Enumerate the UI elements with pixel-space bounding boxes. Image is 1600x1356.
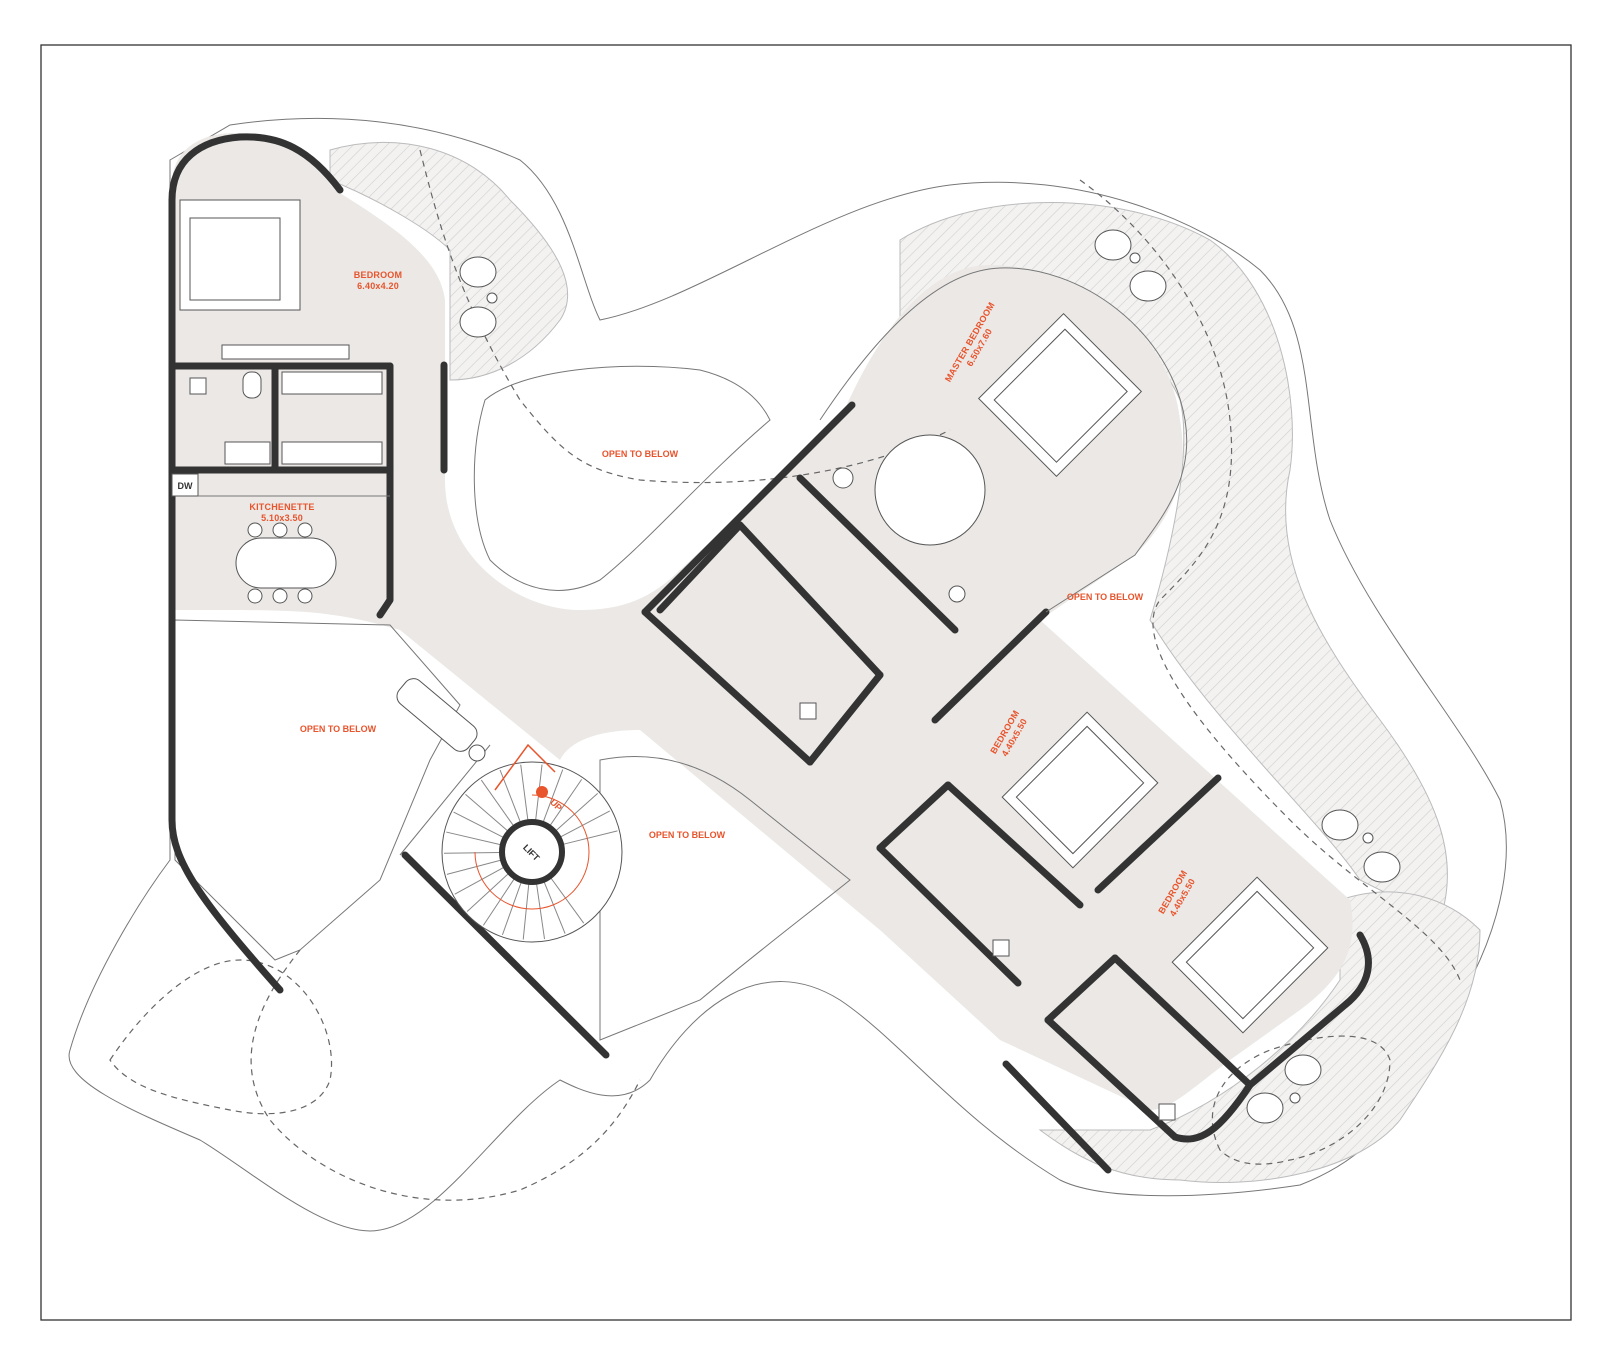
wall-west-curve xyxy=(168,133,284,994)
sofa-corridor xyxy=(396,678,478,752)
window-icon-1 xyxy=(189,377,207,395)
overhang-dashed-4 xyxy=(250,949,641,1201)
stair-tread xyxy=(446,831,501,846)
wall-master-curve xyxy=(819,267,1188,613)
wall-bed2-bath-1 xyxy=(876,844,1022,987)
loungers-nw xyxy=(459,256,498,338)
label-open-to-below-3: OPEN TO BELOW xyxy=(300,724,377,734)
stair-tread xyxy=(522,883,530,940)
wall-glass-west xyxy=(399,744,491,856)
loungers-e xyxy=(1321,809,1401,883)
stair-tread xyxy=(446,859,502,875)
stair-tread xyxy=(536,883,546,940)
plant-icon-1 xyxy=(468,744,486,762)
stair-tread xyxy=(482,878,515,926)
overhang-dashed-5 xyxy=(1211,1035,1391,1165)
dining-chairs xyxy=(247,522,313,604)
bath-closet-1 xyxy=(281,371,383,395)
svg-text:KITCHENETTE: KITCHENETTE xyxy=(249,502,314,512)
wall-bed2-bath-2 xyxy=(944,781,1084,909)
bed-3 xyxy=(1171,876,1329,1034)
stair-tread xyxy=(520,764,529,821)
stair-tread xyxy=(562,830,618,845)
overhang-dashed-3 xyxy=(109,959,332,1115)
svg-text:5.10x3.50: 5.10x3.50 xyxy=(261,513,303,523)
label-open-to-below-2: OPEN TO BELOW xyxy=(1067,592,1144,602)
stair-tread xyxy=(480,779,514,827)
bed-2 xyxy=(1001,711,1159,869)
stair-arrow xyxy=(494,743,556,791)
lift-shaft xyxy=(499,819,565,885)
dw-box xyxy=(171,473,199,497)
stair-tread xyxy=(501,881,522,936)
dw-label: DW xyxy=(178,481,193,491)
void-south xyxy=(599,755,851,1041)
stair-tread xyxy=(542,769,564,823)
label-bedroom-1: BEDROOM 6.40x4.20 xyxy=(354,270,402,291)
window-icon-4 xyxy=(1158,1103,1176,1121)
wall-bed3-bath-1 xyxy=(1044,1016,1179,1141)
loungers-se xyxy=(1246,1054,1322,1124)
stair-path xyxy=(474,794,590,910)
svg-text:6.40x4.20: 6.40x4.20 xyxy=(357,281,399,291)
master-bed xyxy=(977,312,1143,478)
toilet-1 xyxy=(242,371,262,399)
label-kitchenette: KITCHENETTE 5.10x3.50 xyxy=(249,502,314,523)
loungers-ne xyxy=(1094,229,1167,302)
void-north xyxy=(473,365,771,591)
overhang-dashed-1 xyxy=(419,149,951,484)
window-icon-3 xyxy=(992,939,1010,957)
master-lamp xyxy=(832,467,854,489)
stair-tread xyxy=(550,877,585,924)
bath-closet-2 xyxy=(281,441,383,465)
sink-1 xyxy=(224,441,271,465)
wall-south-stub-2 xyxy=(401,851,610,1059)
window-icon-2 xyxy=(799,702,817,720)
wall-south-stub-1 xyxy=(1002,1060,1112,1174)
wall-bed2-ne xyxy=(1094,774,1222,894)
wall-wing-inner-3 xyxy=(806,671,884,766)
wall-bed3-bath-2 xyxy=(1111,954,1254,1089)
wall-wing-inner-1 xyxy=(736,521,884,679)
stair-tread xyxy=(560,810,611,838)
stair-tread xyxy=(466,873,509,912)
void-west xyxy=(174,619,461,961)
master-round-table xyxy=(874,434,986,546)
dining-table xyxy=(235,537,337,589)
stair-tread xyxy=(453,811,504,838)
plant-icon-2 xyxy=(948,585,966,603)
stair-start-dot xyxy=(536,786,548,798)
wall-bed2-bath-3 xyxy=(876,781,952,852)
stair-tread xyxy=(549,779,583,826)
stair-tread xyxy=(444,851,501,854)
wall-wing-south-1 xyxy=(641,608,814,766)
wall-wing-south-2 xyxy=(796,474,959,634)
drawing-frame xyxy=(40,44,1572,1321)
stair-tread xyxy=(555,793,599,832)
stair-treads xyxy=(444,764,618,940)
stair-tread xyxy=(465,793,509,832)
terrace-north-west xyxy=(329,141,569,381)
wall-bed3-bath-3 xyxy=(1044,954,1119,1024)
overhang-dashed-2 xyxy=(1079,179,1461,981)
bed-1-mattress xyxy=(189,217,281,301)
wall-wing-north-1 xyxy=(641,401,856,616)
stair-tread xyxy=(454,866,505,895)
label-open-to-below-4: OPEN TO BELOW xyxy=(649,830,726,840)
label-open-to-below-1: OPEN TO BELOW xyxy=(602,449,679,459)
svg-text:BEDROOM: BEDROOM xyxy=(354,270,402,280)
bed-1-desk xyxy=(221,344,350,360)
wall-north-curve xyxy=(236,133,344,194)
wall-bed3-east-curve xyxy=(1171,931,1372,1143)
wall-wing-inner-2 xyxy=(656,521,744,614)
stair-tread xyxy=(543,881,566,934)
wall-kitchen-east xyxy=(376,466,394,619)
wall-master-north xyxy=(931,608,1050,724)
